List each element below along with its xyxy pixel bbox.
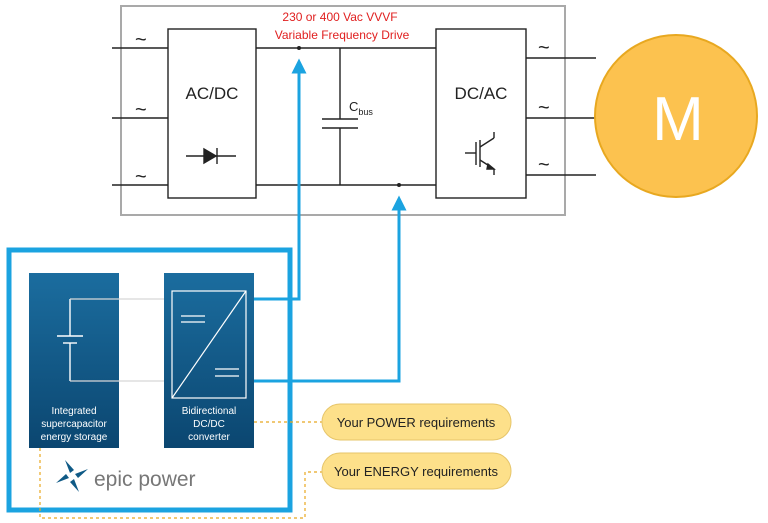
dc-ac-label: DC/AC <box>455 84 508 103</box>
converter-symbol <box>171 290 247 399</box>
energy-requirements-pill <box>321 452 512 490</box>
ac-symbol-out-3: ~ <box>538 154 550 176</box>
ac-input-symbols: ~ ~ ~ <box>135 29 147 188</box>
converter-symbol-box <box>171 290 247 399</box>
motor-label: M <box>652 85 704 154</box>
energy-requirements-label: Your ENERGY requirements <box>334 464 499 479</box>
diode-icon <box>186 147 236 165</box>
epic-power-frame <box>6 247 293 513</box>
igbt-icon <box>465 132 496 175</box>
storage-converter-wiring <box>70 298 172 382</box>
ac-dc-label: AC/DC <box>186 84 239 103</box>
ac-symbol-out-1: ~ <box>538 37 550 59</box>
requirement-leaders <box>39 421 322 519</box>
power-requirements-pill <box>321 403 512 441</box>
motor-circle <box>594 34 758 198</box>
converter-line-2: DC/DC <box>193 419 225 430</box>
bus-junction-bottom <box>397 183 401 187</box>
vfd-drive-label: Variable Frequency Drive <box>275 28 410 42</box>
vfd-voltage-label: 230 or 400 Vac VVVF <box>282 10 397 24</box>
ac-dc-block <box>167 28 257 199</box>
dc-bus <box>256 47 436 186</box>
ac-output-symbols: ~ ~ ~ <box>538 37 550 176</box>
storage-line-1: Integrated <box>51 406 96 417</box>
power-requirements-label: Your POWER requirements <box>337 415 496 430</box>
storage-module <box>29 273 119 448</box>
converter-line-3: converter <box>188 432 230 443</box>
ac-symbol-in-3: ~ <box>135 166 147 188</box>
bus-junction-top <box>297 46 301 50</box>
ac-input-lines <box>112 47 168 186</box>
ac-symbol-out-2: ~ <box>538 97 550 119</box>
dc-link-arrows <box>254 58 407 383</box>
storage-line-3: energy storage <box>41 432 108 443</box>
ac-symbol-in-1: ~ <box>135 29 147 51</box>
cbus-label: Cbus <box>349 99 373 117</box>
capacitor-symbol <box>57 299 83 381</box>
dc-ac-block <box>435 28 527 199</box>
epic-power-brand: epic power <box>94 468 196 491</box>
storage-line-2: supercapacitor <box>41 419 107 430</box>
ac-output-lines <box>526 57 596 176</box>
ac-symbol-in-2: ~ <box>135 99 147 121</box>
epic-power-logo-icon <box>56 460 88 492</box>
converter-line-1: Bidirectional <box>182 406 236 417</box>
